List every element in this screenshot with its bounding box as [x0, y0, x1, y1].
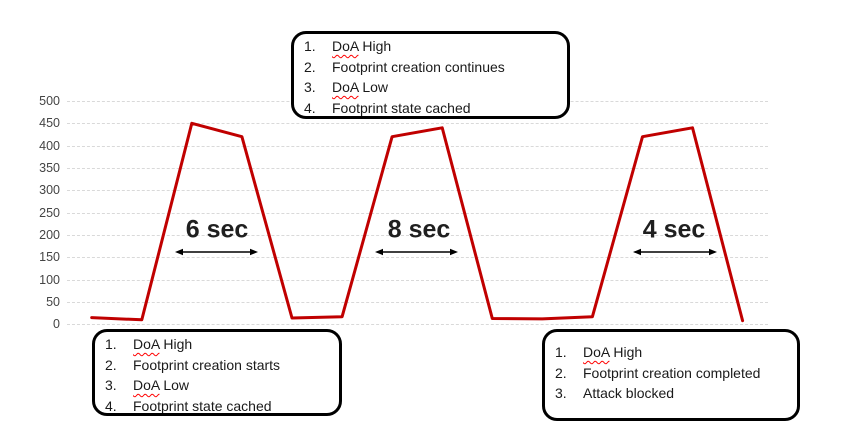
- misspelled-word-squiggle: DoA: [332, 79, 359, 95]
- y-axis-tick-label: 0: [53, 317, 60, 332]
- arrowhead-icon: [175, 248, 183, 256]
- gridline: [67, 167, 768, 169]
- list-item-number: 1.: [105, 336, 117, 352]
- list-item-number: 4.: [105, 397, 117, 414]
- list-item-text: Footprint creation continues: [332, 58, 505, 75]
- list-item-text: DoA High: [332, 38, 392, 54]
- arrowhead-icon: [633, 248, 641, 256]
- gridline: [67, 324, 768, 326]
- callout-list-item: 4. Footprint state cached: [294, 98, 563, 117]
- y-axis-tick-label: 100: [39, 272, 60, 287]
- list-item-number: 4.: [304, 99, 316, 116]
- list-item-number: 3.: [555, 385, 567, 401]
- duration-arrows-layer: [175, 248, 717, 256]
- callout-list-item: 1. DoA High: [545, 342, 793, 363]
- list-item-text: Footprint creation completed: [583, 364, 761, 381]
- list-item-text: DoA Low: [332, 79, 389, 95]
- arrowhead-icon: [250, 248, 258, 256]
- list-item-number: 3.: [304, 79, 316, 95]
- list-item-number: 3.: [105, 377, 117, 393]
- callout-footprint-creation-continues: 1. DoA High 2. Footprint creation continues…: [291, 31, 570, 119]
- list-item-text: Attack blocked: [583, 385, 675, 401]
- list-item-number: 2.: [304, 58, 316, 75]
- y-axis-tick-label: 50: [46, 294, 60, 309]
- list-item-number: 2.: [555, 364, 567, 381]
- y-axis-tick-label: 250: [39, 205, 60, 220]
- list-item-text: Footprint state cached: [133, 397, 272, 414]
- list-item-text: Footprint creation starts: [133, 356, 281, 373]
- arrowhead-icon: [450, 248, 458, 256]
- gridline: [67, 234, 768, 236]
- misspelled-word-squiggle: DoA: [133, 377, 160, 393]
- gridline: [67, 279, 768, 281]
- callout-list-item: 2. Footprint creation continues: [294, 57, 563, 78]
- y-axis-tick-label: 400: [39, 138, 60, 153]
- callout-list-item: 1. DoA High: [294, 36, 563, 57]
- list-item-number: 2.: [105, 356, 117, 373]
- y-axis-tick-label: 300: [39, 183, 60, 198]
- y-axis-tick-label: 350: [39, 160, 60, 175]
- doa-traffic-series-line: [90, 121, 745, 323]
- duration-label-6sec: 6 sec: [185, 215, 249, 244]
- y-axis-tick-label: 200: [39, 227, 60, 242]
- callout-list-item: 2. Footprint creation completed: [545, 363, 793, 384]
- list-item-text: DoA High: [583, 344, 643, 360]
- callout-attack-blocked: 1. DoA High 2. Footprint creation completed…: [542, 329, 800, 421]
- list-item-number: 1.: [555, 344, 567, 360]
- misspelled-word-squiggle: DoA: [332, 38, 359, 54]
- misspelled-word-squiggle: DoA: [583, 344, 610, 360]
- gridline: [67, 212, 768, 214]
- duration-label-8sec: 8 sec: [387, 215, 451, 244]
- y-axis-tick-label: 500: [39, 93, 60, 108]
- callout-list-item: 2. Footprint creation starts: [95, 355, 335, 376]
- y-axis-tick-label: 150: [39, 250, 60, 265]
- gridline: [67, 190, 768, 192]
- arrowhead-icon: [375, 248, 383, 256]
- list-item-number: 1.: [304, 38, 316, 54]
- gridline: [67, 301, 768, 303]
- callout-footprint-creation-starts: 1. DoA High 2. Footprint creation starts 3. D…: [92, 329, 342, 416]
- list-item-text: DoA High: [133, 336, 193, 352]
- callout-list-item: 3. Attack blocked: [545, 383, 793, 404]
- callout-list-item: 3. DoA Low: [294, 77, 563, 98]
- callout-list-item: 3. DoA Low: [95, 375, 335, 396]
- misspelled-word-squiggle: DoA: [133, 336, 160, 352]
- gridline: [67, 123, 768, 125]
- gridline: [67, 257, 768, 259]
- callout-list-item: 4. Footprint state cached: [95, 396, 335, 414]
- arrowhead-icon: [709, 248, 717, 256]
- callout-list-item: 1. DoA High: [95, 334, 335, 355]
- y-axis-tick-label: 450: [39, 116, 60, 131]
- duration-label-4sec: 4 sec: [642, 215, 706, 244]
- gridline: [67, 145, 768, 147]
- list-item-text: DoA Low: [133, 377, 190, 393]
- list-item-text: Footprint state cached: [332, 99, 471, 116]
